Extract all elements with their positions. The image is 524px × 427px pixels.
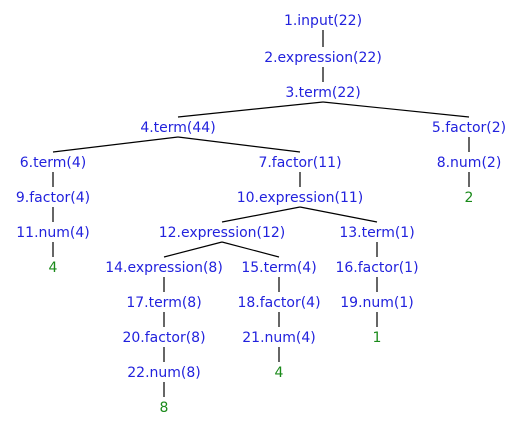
tree-nodes: 1.input(22) 2.expression(22) 3.term(22) 4.t… <box>16 13 506 416</box>
edge-10-12 <box>221 206 301 223</box>
tree-node: 6.term(4) <box>20 155 86 171</box>
tree-node: 10.expression(11) <box>237 190 364 206</box>
tree-node: 1.input(22) <box>284 13 362 29</box>
tree-node: 18.factor(4) <box>237 295 320 311</box>
tree-node: 8.num(2) <box>437 155 502 171</box>
tree-node: 9.factor(4) <box>16 190 90 206</box>
edge-3-4 <box>177 101 324 118</box>
tree-node: 4.term(44) <box>140 120 215 136</box>
tree-node: 14.expression(8) <box>105 260 223 276</box>
leaf-value: 2 <box>465 190 474 206</box>
tree-node: 2.expression(22) <box>264 50 382 66</box>
tree-node: 5.factor(2) <box>432 120 506 136</box>
leaf-value: 8 <box>160 400 169 416</box>
tree-node: 11.num(4) <box>16 225 89 241</box>
edge-4-6 <box>52 136 179 153</box>
leaf-value: 4 <box>275 365 284 381</box>
tree-node: 16.factor(1) <box>335 260 418 276</box>
tree-node: 17.term(8) <box>126 295 201 311</box>
tree-node: 15.term(4) <box>241 260 316 276</box>
edge-12-14 <box>163 241 223 258</box>
tree-node: 7.factor(11) <box>258 155 341 171</box>
edge-3-5 <box>322 101 470 118</box>
leaf-value: 1 <box>373 330 382 346</box>
tree-node: 21.num(4) <box>242 330 315 346</box>
tree-node: 20.factor(8) <box>122 330 205 346</box>
leaf-value: 4 <box>49 260 58 276</box>
tree-node: 19.num(1) <box>340 295 413 311</box>
tree-node: 13.term(1) <box>339 225 414 241</box>
tree-node: 12.expression(12) <box>159 225 286 241</box>
tree-node: 22.num(8) <box>127 365 200 381</box>
tree-edges <box>52 30 470 397</box>
edge-10-13 <box>299 206 378 223</box>
edge-12-15 <box>221 241 280 258</box>
edge-4-7 <box>177 136 301 153</box>
tree-node: 3.term(22) <box>285 85 360 101</box>
